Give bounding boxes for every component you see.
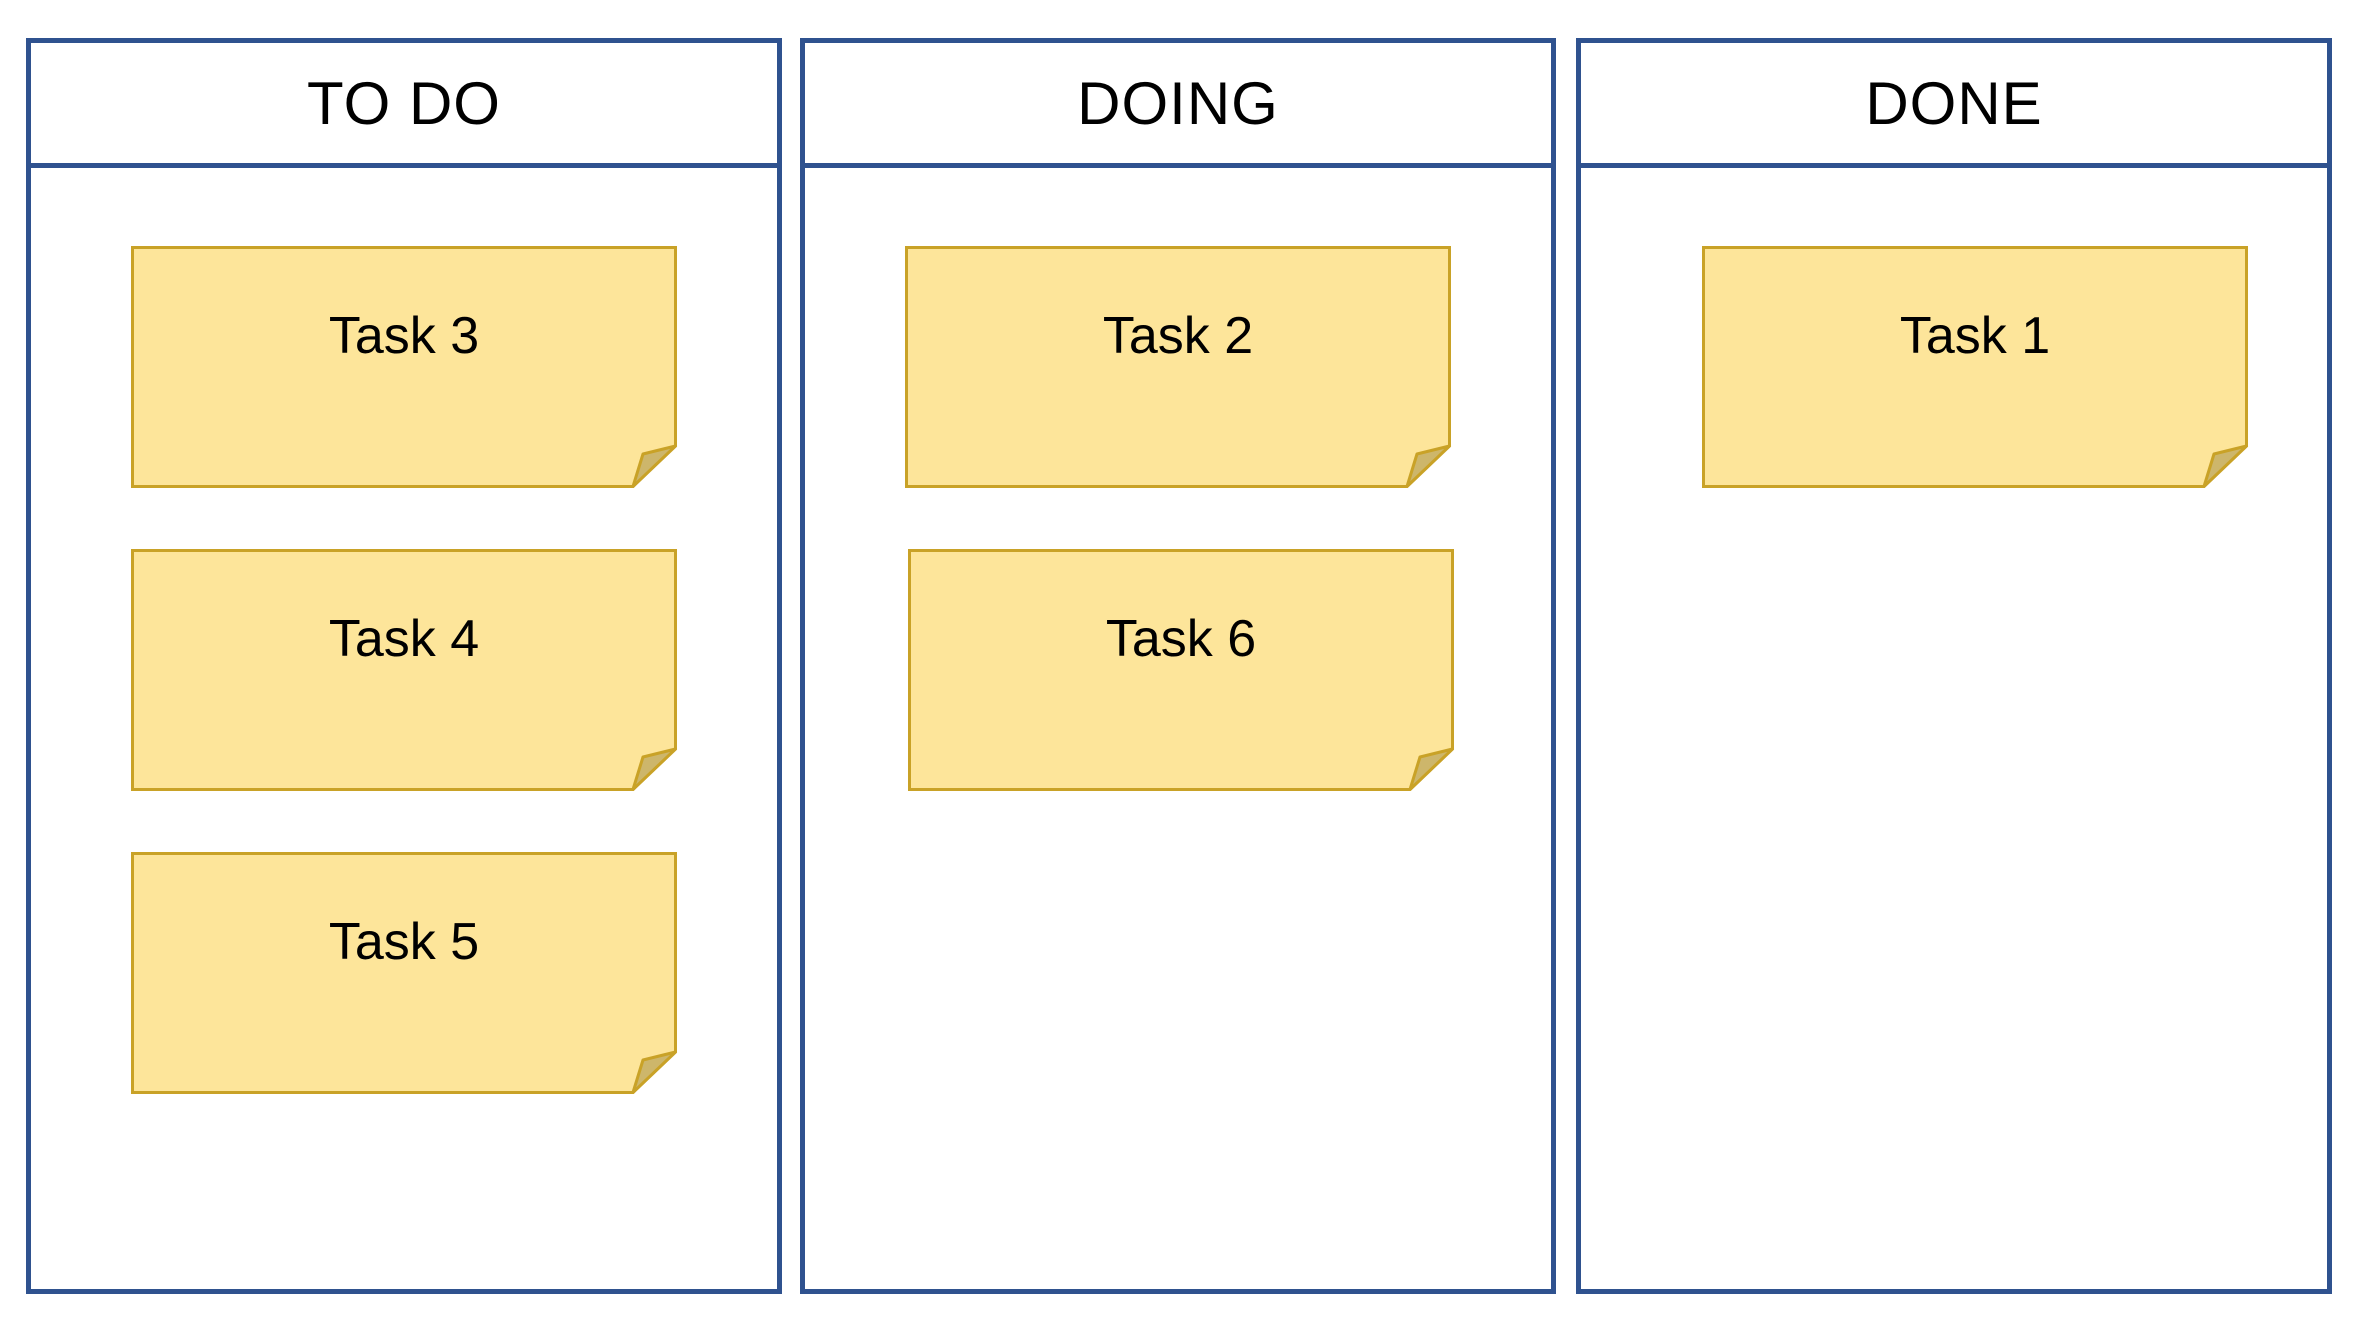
task-card-label: Task 5 xyxy=(328,913,480,971)
column-title-doing: DOING xyxy=(805,43,1551,168)
sticky-note-shape xyxy=(1702,246,2248,488)
column-todo: TO DO Task 3 Task 4 Task 5 xyxy=(26,38,782,1294)
task-card-label: Task 4 xyxy=(328,610,480,668)
task-card-label: Task 3 xyxy=(328,307,480,365)
sticky-note-shape xyxy=(905,246,1451,488)
task-card-2[interactable]: Task 2 xyxy=(905,246,1451,488)
column-title-done: DONE xyxy=(1581,43,2327,168)
task-card-label: Task 6 xyxy=(1105,610,1257,668)
sticky-note-shape xyxy=(908,549,1454,791)
column-title-todo: TO DO xyxy=(31,43,777,168)
sticky-note-shape xyxy=(131,852,677,1094)
task-card-label: Task 1 xyxy=(1899,307,2051,365)
column-doing: DOING Task 2 Task 6 xyxy=(800,38,1556,1294)
task-card-3[interactable]: Task 3 xyxy=(131,246,677,488)
column-done: DONE Task 1 xyxy=(1576,38,2332,1294)
task-card-4[interactable]: Task 4 xyxy=(131,549,677,791)
sticky-note-shape xyxy=(131,246,677,488)
task-card-6[interactable]: Task 6 xyxy=(908,549,1454,791)
task-card-5[interactable]: Task 5 xyxy=(131,852,677,1094)
task-card-label: Task 2 xyxy=(1102,307,1254,365)
task-card-1[interactable]: Task 1 xyxy=(1702,246,2248,488)
sticky-note-shape xyxy=(131,549,677,791)
